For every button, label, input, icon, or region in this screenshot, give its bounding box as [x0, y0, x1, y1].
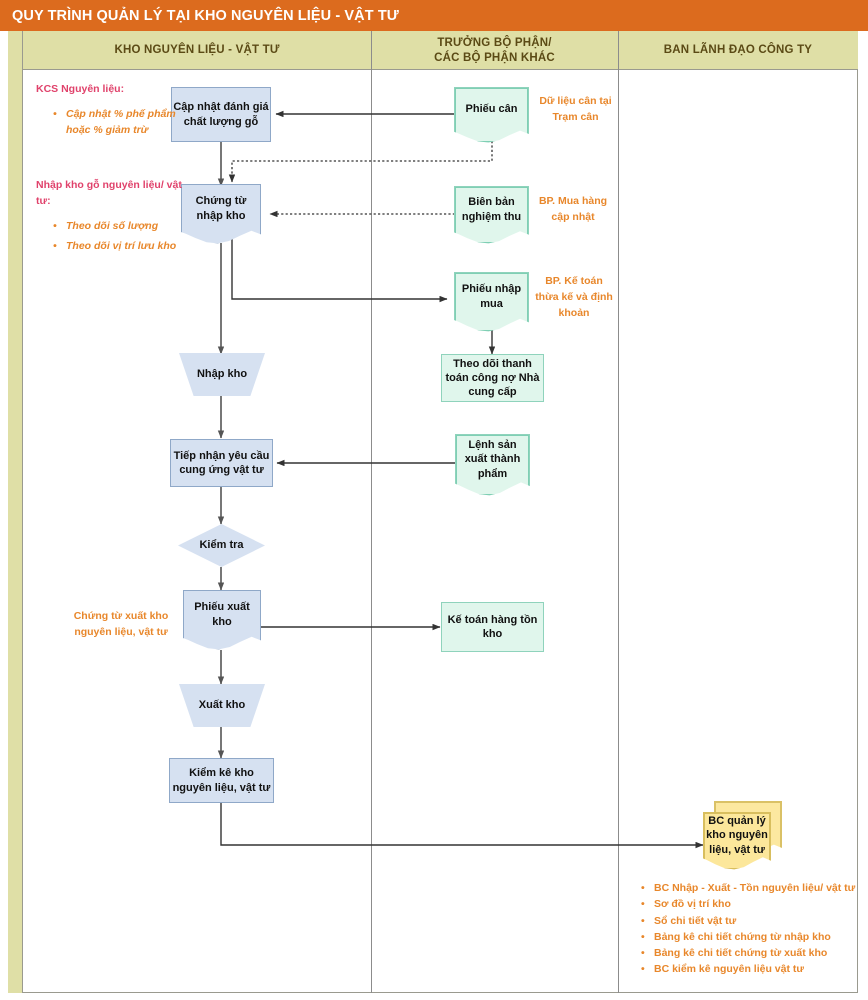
list-item: Bảng kê chi tiết chứng từ nhập kho — [641, 929, 858, 946]
list-item: Sơ đồ vị trí kho — [641, 896, 858, 913]
node-lenh-san-xuat-label: Lệnh sản xuất thành phẩm — [464, 439, 521, 480]
annotation-nhap-kho-item-1: Theo dõi số lượng — [53, 219, 195, 235]
annotation-chung-tu-xuat-kho: Chứng từ xuất kho nguyên liệu, vật tư — [62, 609, 180, 641]
node-phieu-xuat-kho-label: Phiếu xuất kho — [194, 601, 250, 628]
list-item: BC kiểm kê nguyên liệu vật tư — [641, 961, 858, 978]
node-ke-toan-hang-ton-kho[interactable]: Kế toán hàng tồn kho — [441, 602, 544, 652]
node-kiem-ke-kho[interactable]: Kiểm kê kho nguyên liệu, vật tư — [169, 758, 274, 803]
annotation-kcs-items: Cập nhật % phế phẩm hoặc % giảm trừ — [50, 103, 185, 139]
lane-header-kho-label: KHO NGUYÊN LIỆU - VẬT TƯ — [114, 44, 280, 57]
annotation-kcs-title-label: KCS Nguyên liệu: — [36, 83, 125, 95]
node-phieu-nhap-mua-label: Phiếu nhập mua — [461, 283, 522, 310]
node-theo-doi-thanh-toan[interactable]: Theo dõi thanh toán công nợ Nhà cung cấp — [441, 354, 544, 402]
list-item: Sổ chi tiết vật tư — [641, 913, 858, 930]
node-chung-tu-nhap-kho-label: Chứng từ nhập kho — [195, 195, 247, 222]
annotation-bp-mua-hang-label: BP. Mua hàng cập nhật — [538, 195, 608, 223]
diagram-title-bar: QUY TRÌNH QUẢN LÝ TẠI KHO NGUYÊN LIỆU - … — [0, 0, 868, 31]
lane-divider-1 — [371, 31, 372, 993]
node-cap-nhat-danh-gia-label: Cập nhật đánh giá chất lượng gỗ — [173, 101, 269, 128]
annotation-kcs-item: Cập nhật % phế phẩm hoặc % giảm trừ — [53, 107, 185, 139]
annotation-nhap-kho-item-2: Theo dõi vị trí lưu kho — [53, 239, 195, 255]
node-nhap-kho[interactable]: Nhập kho — [179, 353, 265, 396]
lane-divider-2 — [618, 31, 619, 993]
annotation-du-lieu-can-label: Dữ liệu cân tại Trạm cân — [539, 95, 612, 123]
lane-header-truong-bo-phan: TRƯỞNG BỘ PHẬN/ CÁC BỘ PHẬN KHÁC — [371, 31, 618, 70]
annotation-du-lieu-can: Dữ liệu cân tại Trạm cân — [533, 94, 618, 126]
node-bc-quan-ly-kho[interactable]: BC quản lý kho nguyên liệu, vật tư — [703, 812, 771, 870]
page-title: QUY TRÌNH QUẢN LÝ TẠI KHO NGUYÊN LIỆU - … — [12, 7, 399, 24]
lane-spine — [8, 31, 23, 993]
node-tiep-nhan-yeu-cau-label: Tiếp nhận yêu cầu cung ứng vật tư — [173, 449, 270, 476]
node-xuat-kho-label: Xuất kho — [198, 699, 246, 712]
lane-header-kho: KHO NGUYÊN LIỆU - VẬT TƯ — [23, 31, 371, 70]
node-bien-ban-nghiem-thu-label: Biên bản nghiệm thu — [461, 196, 522, 223]
report-list-items: BC Nhập - Xuất - Tồn nguyên liệu/ vật tư… — [638, 880, 858, 978]
annotation-nhap-kho-title: Nhập kho gỗ nguyên liệu/ vật tư: — [36, 178, 188, 210]
list-item: Bảng kê chi tiết chứng từ xuất kho — [641, 945, 858, 962]
list-item: BC Nhập - Xuất - Tồn nguyên liệu/ vật tư — [641, 880, 858, 897]
annotation-kcs-title: KCS Nguyên liệu: — [36, 82, 181, 98]
annotation-bp-mua-hang: BP. Mua hàng cập nhật — [532, 194, 614, 226]
node-kiem-tra-label-wrap: Kiểm tra — [178, 524, 265, 567]
lane-header-bld-label: BAN LÃNH ĐẠO CÔNG TY — [663, 44, 813, 57]
report-list: BC Nhập - Xuất - Tồn nguyên liệu/ vật tư… — [638, 880, 858, 978]
node-tiep-nhan-yeu-cau[interactable]: Tiếp nhận yêu cầu cung ứng vật tư — [170, 439, 273, 487]
node-theo-doi-thanh-toan-label: Theo dõi thanh toán công nợ Nhà cung cấp — [445, 357, 540, 399]
node-xuat-kho[interactable]: Xuất kho — [179, 684, 265, 727]
lane-header-band — [23, 31, 858, 70]
annotation-bp-ke-toan: BP. Kế toán thừa kế và định khoản — [533, 274, 615, 321]
lane-header-tbp-line1: TRƯỞNG BỘ PHẬN/ — [437, 37, 552, 50]
node-phieu-nhap-mua[interactable]: Phiếu nhập mua — [454, 272, 529, 332]
lane-header-tbp-line2: CÁC BỘ PHẬN KHÁC — [434, 51, 555, 64]
node-kiem-tra-label: Kiểm tra — [199, 539, 244, 552]
node-bc-quan-ly-kho-label: BC quản lý kho nguyên liệu, vật tư — [706, 815, 768, 856]
node-phieu-can-label: Phiếu cân — [465, 103, 518, 116]
node-cap-nhat-danh-gia[interactable]: Cập nhật đánh giá chất lượng gỗ — [171, 87, 271, 142]
annotation-chung-tu-xuat-kho-label: Chứng từ xuất kho nguyên liệu, vật tư — [73, 610, 169, 638]
node-kiem-ke-kho-label: Kiểm kê kho nguyên liệu, vật tư — [172, 767, 271, 794]
annotation-nhap-kho-title-label: Nhập kho gỗ nguyên liệu/ vật tư: — [36, 179, 182, 207]
annotation-bp-ke-toan-label: BP. Kế toán thừa kế và định khoản — [535, 275, 613, 319]
lane-header-ban-lanh-dao: BAN LÃNH ĐẠO CÔNG TY — [618, 31, 858, 70]
node-ke-toan-hang-ton-kho-label: Kế toán hàng tồn kho — [447, 613, 538, 640]
node-nhap-kho-label: Nhập kho — [196, 368, 248, 381]
annotation-nhap-kho-items: Theo dõi số lượng Theo dõi vị trí lưu kh… — [50, 215, 195, 255]
